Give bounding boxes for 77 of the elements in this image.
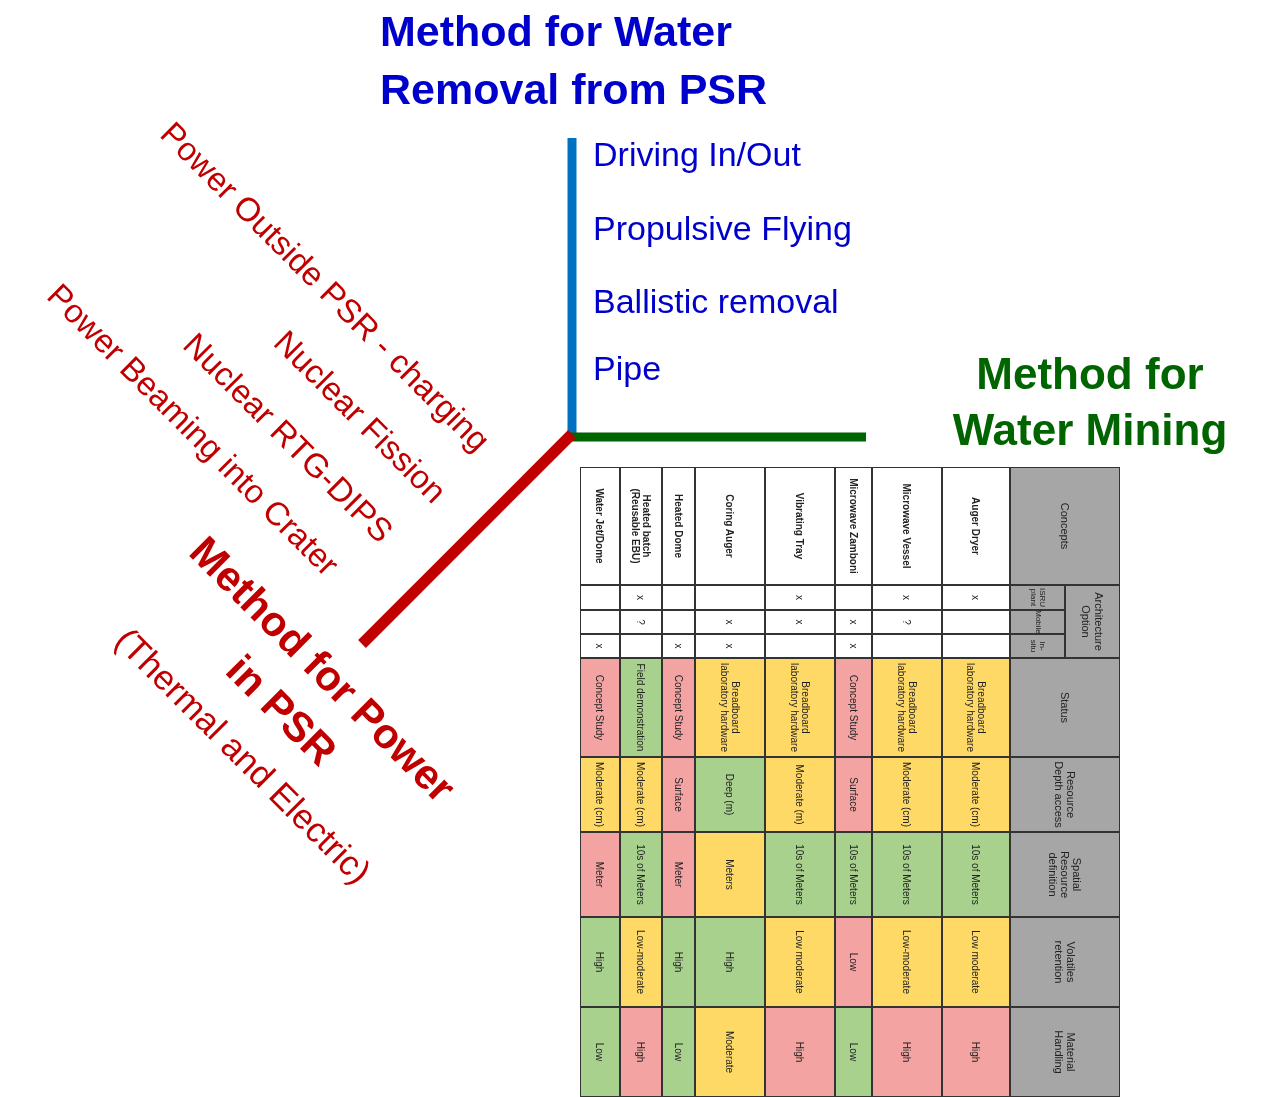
rating-cell: Low [835,917,872,1007]
rating-cell: 10s of Meters [620,832,662,917]
column-header: Material Handling [1010,1007,1120,1097]
column-header: Status [1010,658,1120,757]
rating-cell: Moderate (cm) [580,757,620,832]
rating-cell: Meter [662,832,695,917]
concept-name: Heated batch (Reusable EBU) [620,467,662,585]
rating-cell: Concept Study [580,658,620,757]
column-header: Volatiles retention [1010,917,1120,1007]
column-header: Mobile [1010,610,1065,634]
rating-cell: Low [835,1007,872,1097]
rating-cell: Moderate (m) [765,757,835,832]
rating-cell: Low-moderate [872,917,942,1007]
rating-cell: Field demonstration [620,658,662,757]
rating-cell: 10s of Meters [942,832,1010,917]
rating-cell: Surface [835,757,872,832]
rating-cell: Moderate (cm) [620,757,662,832]
rating-cell: Low moderate [942,917,1010,1007]
option-mark: x [835,634,872,658]
concept-name: Heated Dome [662,467,695,585]
column-header: Spatial Resource definition [1010,832,1120,917]
rating-cell: Moderate (cm) [942,757,1010,832]
concept-name: Microwave Zamboni [835,467,872,585]
option-mark: x [580,634,620,658]
option-mark: x [695,634,765,658]
rating-cell: Moderate [695,1007,765,1097]
option-mark: x [620,585,662,610]
column-header: ISRU plant [1010,585,1065,610]
list-item: Ballistic removal [593,283,839,321]
option-mark: x [765,610,835,634]
rating-cell: High [942,1007,1010,1097]
concept-name: Auger Dryer [942,467,1010,585]
concept-name: Coring Auger [695,467,765,585]
column-header: Concepts [1010,467,1120,585]
list-item: Propulsive Flying [593,210,852,248]
column-header: In-situ [1010,634,1065,658]
rating-cell: High [580,917,620,1007]
heading: Method for Water Removal from PSR [380,6,769,115]
option-mark: x [695,610,765,634]
rating-cell: High [695,917,765,1007]
rating-cell: Breadboard laboratory hardware [765,658,835,757]
option-mark: x [662,634,695,658]
rating-cell: Concept Study [662,658,695,757]
rating-cell: Low moderate [765,917,835,1007]
rating-cell: Meter [580,832,620,917]
option-mark: ? [872,610,942,634]
rating-cell: Low-moderate [620,917,662,1007]
rating-cell: Deep (m) [695,757,765,832]
rating-cell: High [872,1007,942,1097]
concept-name: Microwave Vessel [872,467,942,585]
rating-cell: 10s of Meters [835,832,872,917]
column-header: Architecture Option [1065,585,1120,658]
option-mark: x [835,610,872,634]
rating-cell: Meters [695,832,765,917]
rating-cell: High [620,1007,662,1097]
rating-cell: 10s of Meters [872,832,942,917]
rating-cell: Breadboard laboratory hardware [872,658,942,757]
rating-cell: Low [580,1007,620,1097]
concept-name: Water Jet/Dome [580,467,620,585]
rating-cell: High [662,917,695,1007]
rating-cell: Breadboard laboratory hardware [942,658,1010,757]
option-mark: ? [620,610,662,634]
option-mark: x [765,585,835,610]
rating-cell: Concept Study [835,658,872,757]
column-header: Resource Depth access [1010,757,1120,832]
list-item: Driving In/Out [593,136,801,174]
option-mark: x [942,585,1010,610]
rating-cell: 10s of Meters [765,832,835,917]
rating-cell: Surface [662,757,695,832]
rating-cell: Low [662,1007,695,1097]
rating-cell: Moderate (cm) [872,757,942,832]
option-mark: x [872,585,942,610]
rating-cell: High [765,1007,835,1097]
rating-cell: Breadboard laboratory hardware [695,658,765,757]
list-item: Pipe [593,350,662,388]
heading: Method for Water Mining [951,348,1229,456]
concept-name: Vibrating Tray [765,467,835,585]
